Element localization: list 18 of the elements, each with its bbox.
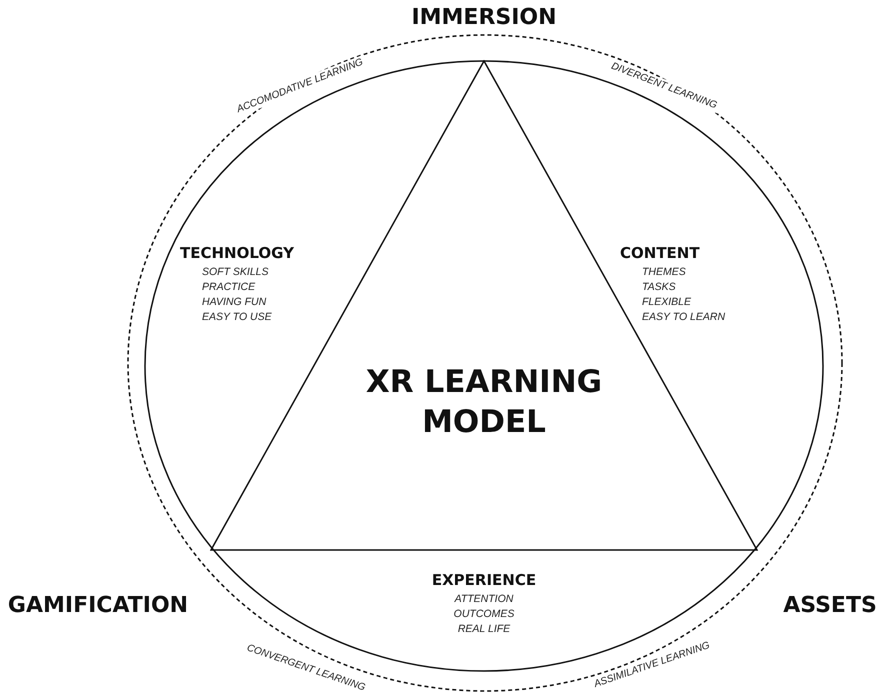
- model-title: XR LEARNING MODEL: [364, 363, 604, 442]
- list-item: REAL LIFE: [458, 622, 510, 637]
- list-item: PRACTICE: [202, 280, 256, 295]
- list-item: FLEXIBLE: [642, 295, 692, 310]
- section-heading: TECHNOLOGY: [180, 243, 294, 263]
- section-heading: CONTENT: [620, 243, 700, 263]
- list-item: EASY TO USE: [202, 310, 272, 325]
- list-item: EASY TO LEARN: [642, 310, 726, 325]
- corner-label: ASSETS: [783, 592, 877, 620]
- list-item: OUTCOMES: [454, 607, 514, 622]
- list-item: SOFT SKILLS: [202, 265, 269, 280]
- list-item: TASKS: [642, 280, 676, 295]
- list-item: THEMES: [642, 265, 686, 280]
- corner-label: GAMIFICATION: [8, 592, 188, 620]
- list-item: HAVING FUN: [202, 295, 266, 310]
- list-item: ATTENTION: [454, 592, 514, 607]
- corner-label: IMMERSION: [411, 4, 557, 32]
- section-heading: EXPERIENCE: [432, 570, 536, 590]
